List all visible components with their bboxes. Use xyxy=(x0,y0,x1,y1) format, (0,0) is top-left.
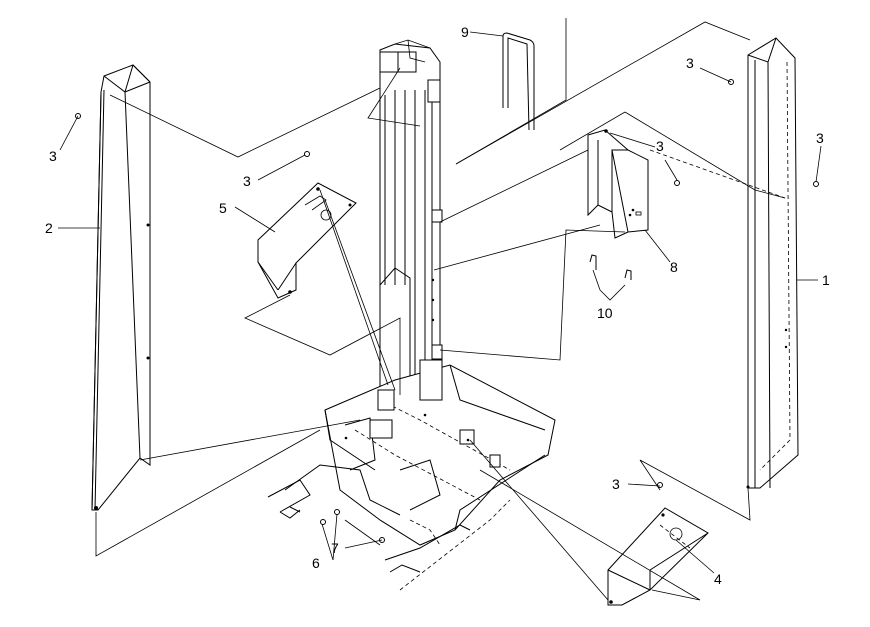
callout-3-bracket5: 3 xyxy=(243,173,251,189)
callout-1: 1 xyxy=(822,272,830,288)
part-5-bracket xyxy=(257,182,357,299)
base-chassis xyxy=(267,359,556,591)
callout-10: 10 xyxy=(597,305,613,321)
part-4-bracket xyxy=(607,507,709,606)
callout-3-far-right: 3 xyxy=(816,130,824,146)
part-10-pins xyxy=(589,254,632,280)
callout-3-bracket4: 3 xyxy=(612,476,620,492)
callout-3-left: 3 xyxy=(49,148,57,164)
callout-2: 2 xyxy=(45,220,53,236)
part-8-bracket xyxy=(587,129,649,239)
callout-3-top-right: 3 xyxy=(686,55,694,71)
callout-4: 4 xyxy=(714,571,722,587)
part-9-u-bracket xyxy=(502,32,535,131)
callout-3-bracket8: 3 xyxy=(656,138,664,154)
callout-8: 8 xyxy=(670,259,678,275)
assembly-lines xyxy=(95,18,786,601)
callout-6: 6 xyxy=(312,555,320,571)
leader-lines xyxy=(58,31,822,574)
callout-9: 9 xyxy=(461,24,469,40)
part-2-left-side-panel xyxy=(91,64,151,511)
callouts: 1 2 3 3 3 3 3 3 4 5 6 7 8 9 10 xyxy=(45,24,830,587)
callout-5: 5 xyxy=(219,200,227,216)
part-1-right-side-panel xyxy=(746,37,799,489)
callout-7: 7 xyxy=(331,540,339,556)
screws xyxy=(75,79,819,543)
